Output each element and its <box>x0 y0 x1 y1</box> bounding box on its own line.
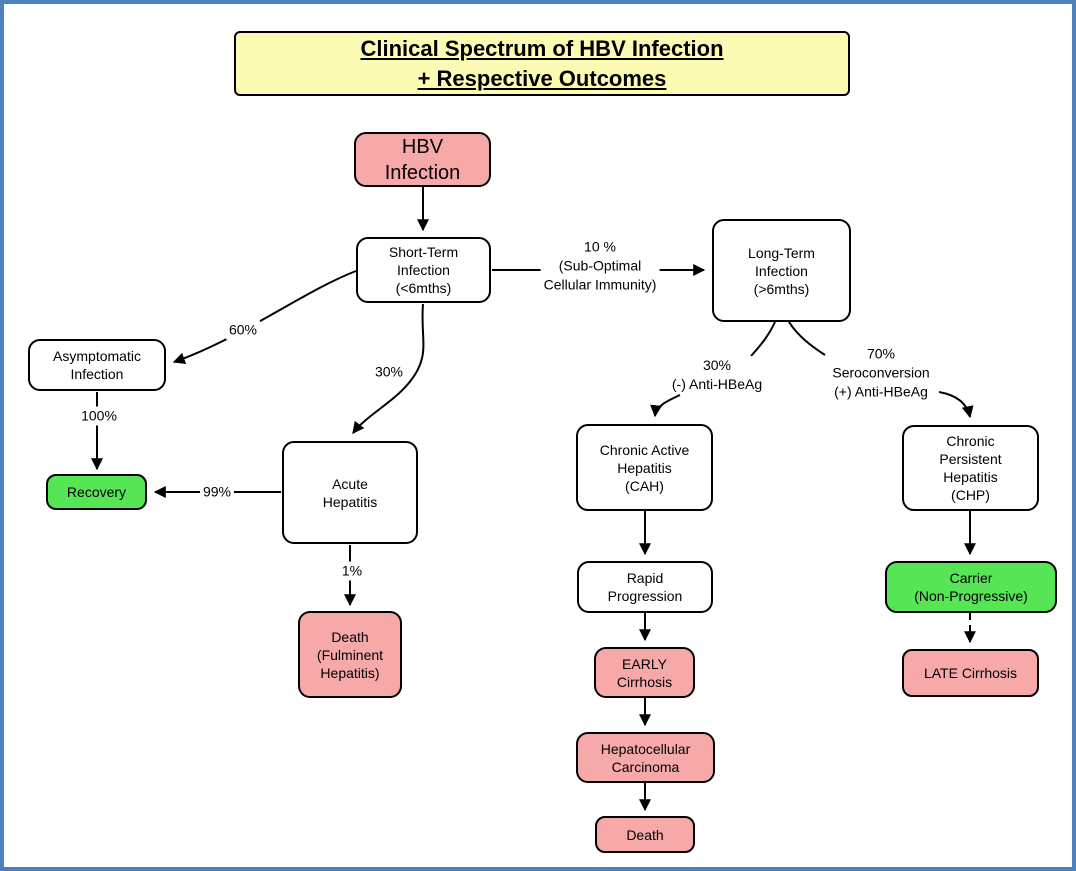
edge-label-99pct: 99% <box>199 482 235 502</box>
node-chronic-active-hepatitis: Chronic Active Hepatitis (CAH) <box>576 424 713 511</box>
edge-short-term-to-asymptomatic <box>172 270 357 365</box>
edge-long-term-fan-right <box>788 321 826 356</box>
node-hbv-infection: HBV Infection <box>354 132 491 187</box>
edge-label-seroconversion: 70% Seroconversion (+) Anti-HBeAg <box>829 344 933 402</box>
edge-label-1pct: 1% <box>338 561 366 581</box>
edge-label-30pct-acute: 30% <box>371 362 407 382</box>
node-recovery: Recovery <box>46 474 147 510</box>
node-chronic-persistent-hepatitis: Chronic Persistent Hepatitis (CHP) <box>902 425 1039 511</box>
node-death: Death <box>595 816 695 853</box>
node-hepatocellular-carcinoma: Hepatocellular Carcinoma <box>576 732 715 783</box>
node-asymptomatic-infection: Asymptomatic Infection <box>28 339 166 391</box>
edge-label-to-chp <box>938 391 974 419</box>
node-early-cirrhosis: EARLY Cirrhosis <box>594 647 695 698</box>
edge-long-term-fan-left <box>750 321 776 357</box>
node-carrier-non-progressive: Carrier (Non-Progressive) <box>885 561 1057 613</box>
edge-label-anti-hbeag-negative: 30% (-) Anti-HBeAg <box>668 356 766 394</box>
node-acute-hepatitis: Acute Hepatitis <box>282 441 418 544</box>
node-late-cirrhosis: LATE Cirrhosis <box>902 649 1039 697</box>
edge-label-suboptimal-immunity: 10 % (Sub-Optimal Cellular Immunity) <box>540 237 660 295</box>
node-short-term-infection: Short-Term Infection (<6mths) <box>356 237 491 303</box>
diagram-title: Clinical Spectrum of HBV Infection + Res… <box>234 31 850 96</box>
node-rapid-progression: Rapid Progression <box>577 561 713 613</box>
node-death-fulminent-hepatitis: Death (Fulminent Hepatitis) <box>298 611 402 698</box>
edge-label-60pct: 60% <box>225 320 261 340</box>
edge-label-to-cah <box>650 394 681 418</box>
edge-label-100pct: 100% <box>78 406 120 426</box>
node-long-term-infection: Long-Term Infection (>6mths) <box>712 219 851 322</box>
